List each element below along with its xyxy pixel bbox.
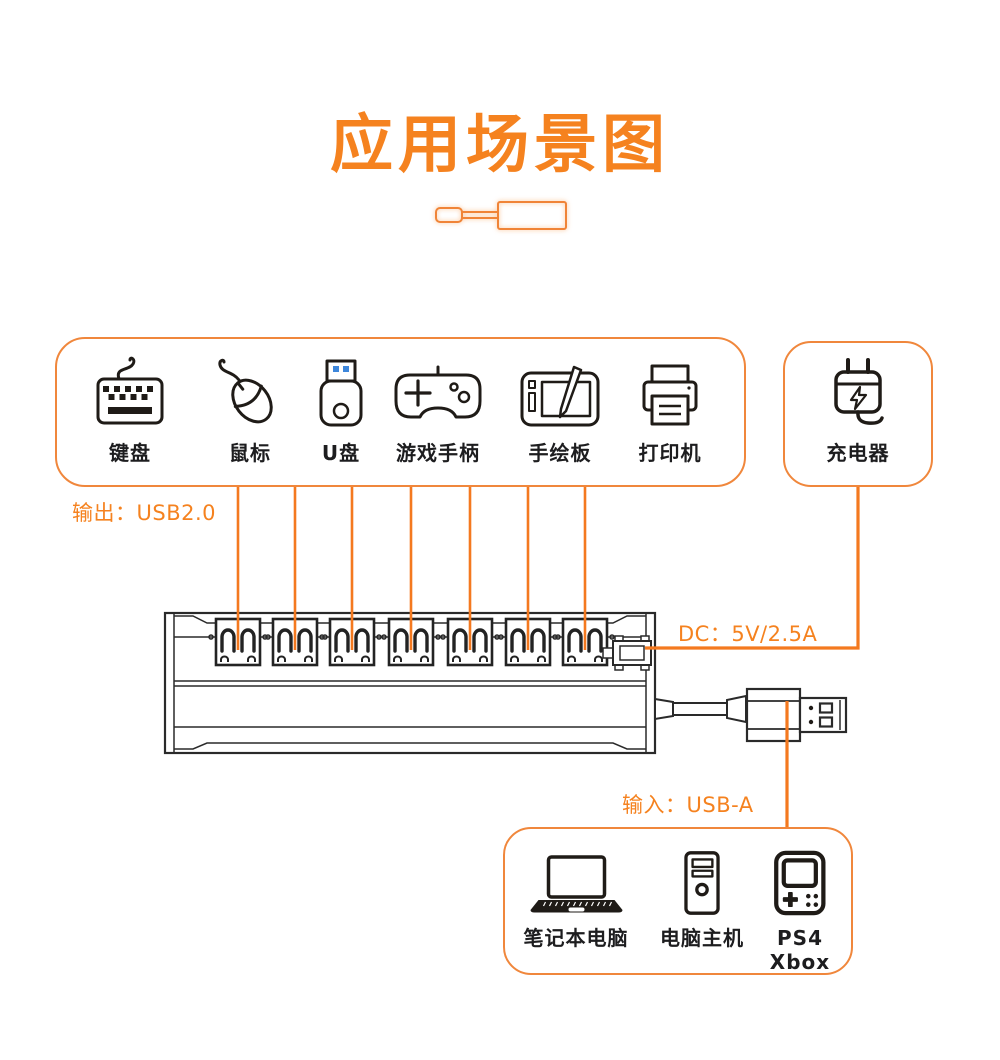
hub-illustration [163, 611, 657, 755]
keyboard-icon [92, 353, 168, 431]
port-connection-lines [236, 487, 587, 650]
printer-icon [634, 353, 706, 431]
host-item-handheld-console: PS4 Xbox [770, 848, 830, 974]
device-item-gamepad: 游戏手柄 [392, 353, 484, 465]
host-item-desktop-tower: 电脑主机 [660, 848, 744, 950]
host-label: PS4 Xbox [769, 926, 831, 974]
hub-usb-ports [207, 617, 616, 667]
page-title: 应用场景图 [330, 108, 670, 181]
charger-icon [822, 353, 894, 431]
device-label: 键盘 [109, 441, 151, 465]
device-item-keyboard: 键盘 [92, 353, 168, 465]
device-label: U盘 [321, 441, 361, 465]
device-item-usb-drive: U盘 [313, 353, 369, 465]
usb-cable-glyph [435, 201, 567, 230]
output-annotation: 输出：USB2.0 [72, 501, 217, 525]
device-item-printer: 打印机 [634, 353, 706, 465]
host-label: 电脑主机 [660, 926, 744, 950]
dc-annotation: DC：5V/2.5A [678, 622, 818, 646]
device-item-mouse: 鼠标 [212, 353, 288, 465]
device-item-charger: 充电器 [822, 353, 894, 465]
usb-a-connector [654, 687, 848, 743]
gamepad-icon [392, 353, 484, 431]
host-item-laptop: 笔记本电脑 [524, 848, 629, 950]
connection-lines [236, 487, 860, 827]
drawing-tablet-icon [518, 353, 602, 431]
device-item-drawing-tablet: 手绘板 [518, 353, 602, 465]
device-label: 游戏手柄 [396, 441, 480, 465]
device-label: 鼠标 [229, 441, 271, 465]
desktop-tower-icon [679, 848, 725, 916]
device-label: 手绘板 [528, 441, 592, 465]
dc-port [602, 635, 652, 671]
device-label: 打印机 [638, 441, 702, 465]
input-annotation: 输入：USB-A [622, 793, 754, 817]
laptop-icon [528, 848, 624, 916]
handheld-console-icon [771, 848, 829, 916]
host-label: 笔记本电脑 [523, 926, 629, 950]
mouse-icon [212, 353, 288, 431]
usb-drive-icon [313, 353, 369, 431]
device-label: 充电器 [826, 441, 890, 465]
